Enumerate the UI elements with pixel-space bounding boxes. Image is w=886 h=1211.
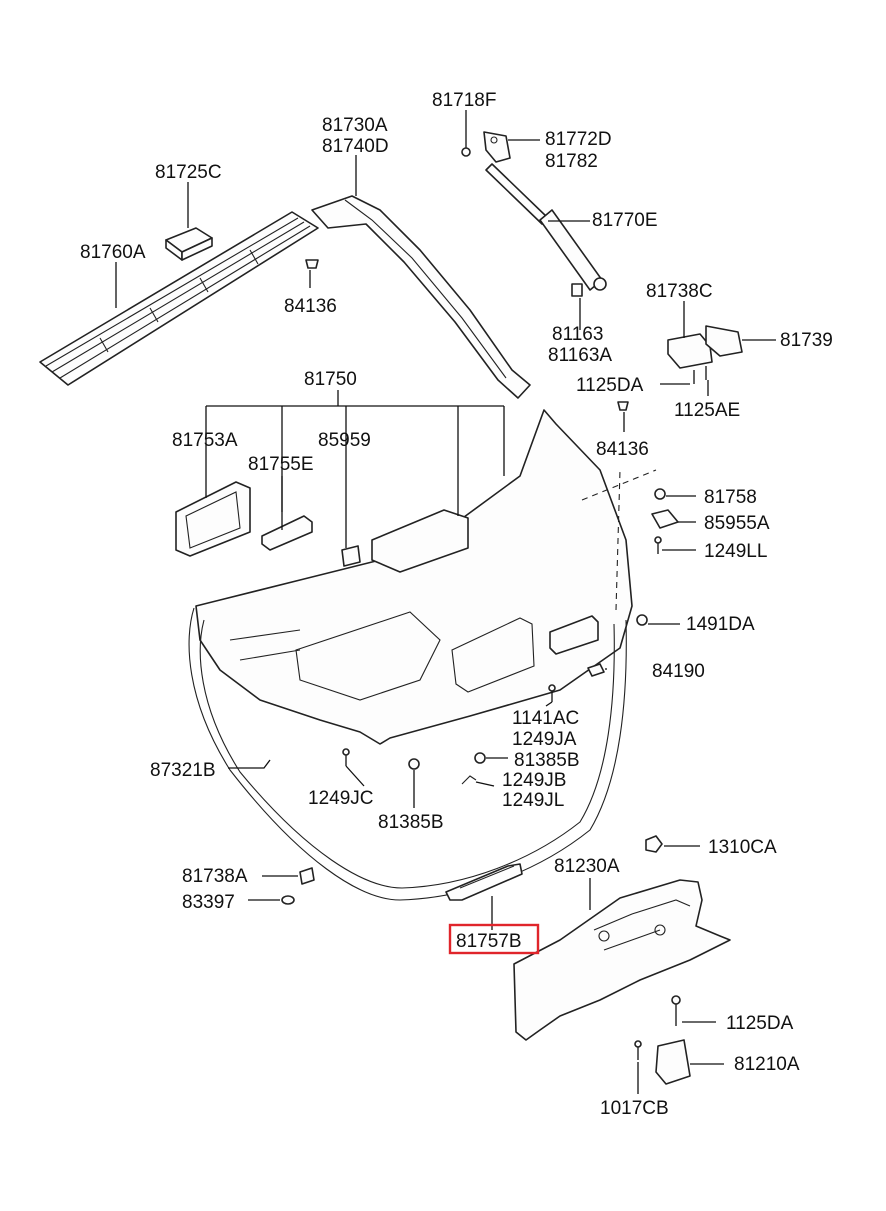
label-83397: 83397 (182, 892, 235, 913)
label-1125DA-top: 1125DA (576, 375, 644, 396)
screw-1491da (636, 614, 648, 626)
bolt-1125da-bottom (671, 995, 681, 1026)
bracket-85955a (651, 509, 679, 529)
label-81750: 81750 (304, 369, 357, 390)
gas-strut-81770e (485, 163, 607, 291)
label-84136-top: 84136 (284, 296, 337, 317)
stopper-81738c (667, 325, 743, 384)
label-81385B-bottom: 81385B (378, 812, 444, 833)
label-81740D: 81740D (322, 136, 389, 157)
label-85959: 85959 (318, 430, 371, 451)
label-1249JB: 1249JB (502, 770, 566, 791)
trim-strip-81760a (39, 211, 319, 386)
screw-1249ll (654, 536, 662, 554)
label-85955A: 85955A (704, 513, 770, 534)
label-81210A: 81210A (734, 1054, 800, 1075)
label-1141AC: 1141AC (512, 708, 579, 729)
nut-81385b-right (474, 752, 486, 764)
label-81753A: 81753A (172, 430, 238, 451)
label-84190: 84190 (652, 661, 705, 682)
nut-81385b-bottom (408, 758, 420, 770)
frame-81753a (175, 481, 251, 557)
label-1249JC: 1249JC (308, 788, 374, 809)
label-81739: 81739 (780, 330, 833, 351)
label-81230A: 81230A (554, 856, 620, 877)
highlight-box-81757b (448, 923, 540, 955)
label-1491DA: 1491DA (686, 614, 755, 635)
label-81757B: 81757B (456, 931, 522, 952)
clip-84136-mid (617, 401, 629, 411)
label-81772D: 81772D (545, 129, 612, 150)
pad-85959 (341, 545, 361, 567)
ball-stud-81163 (571, 283, 583, 297)
label-81163A: 81163A (548, 345, 612, 366)
label-81760A: 81760A (80, 242, 146, 263)
label-1249JA: 1249JA (512, 729, 577, 750)
latch-bracket-81230a (513, 879, 731, 1041)
label-1310CA: 1310CA (708, 837, 777, 858)
plate-81757b (445, 863, 523, 901)
label-81730A: 81730A (322, 115, 388, 136)
label-1249JL: 1249JL (502, 790, 564, 811)
latch-81210a (655, 1039, 691, 1085)
label-1017CB: 1017CB (600, 1098, 669, 1119)
label-81718F: 81718F (432, 90, 496, 111)
handle-81755e (261, 515, 313, 551)
trim-panel-81750 (195, 409, 657, 745)
bolt-1017cb (634, 1040, 642, 1060)
label-81725C: 81725C (155, 162, 222, 183)
label-81738A: 81738A (182, 866, 248, 887)
label-1125AE: 1125AE (674, 400, 740, 421)
label-81755E: 81755E (248, 454, 314, 475)
nut-1310ca (645, 835, 663, 853)
bumper-81738a (281, 867, 315, 905)
label-81782: 81782 (545, 151, 598, 172)
clip-1249jb (461, 775, 477, 785)
label-1249LL: 1249LL (704, 541, 767, 562)
clip-84136-top (305, 259, 319, 269)
label-87321B: 87321B (150, 760, 216, 781)
nut-81758 (654, 488, 666, 500)
label-81163: 81163 (552, 324, 603, 345)
bracket-81772d (461, 118, 511, 163)
glass-trim-81730a (311, 195, 531, 399)
label-81385B-right: 81385B (514, 750, 580, 771)
label-84136-mid: 84136 (596, 439, 649, 460)
weatherstrip-87321b (188, 607, 627, 901)
label-81738C: 81738C (646, 281, 713, 302)
pad-84190 (587, 663, 605, 677)
label-1125DA-bottom: 1125DA (726, 1013, 794, 1034)
leader-lines (115, 110, 776, 1094)
screw-1249jc (342, 748, 350, 766)
screw-1141ac (548, 684, 556, 702)
label-81770E: 81770E (592, 210, 658, 231)
label-81758: 81758 (704, 487, 757, 508)
lamp-81725c (165, 227, 213, 261)
